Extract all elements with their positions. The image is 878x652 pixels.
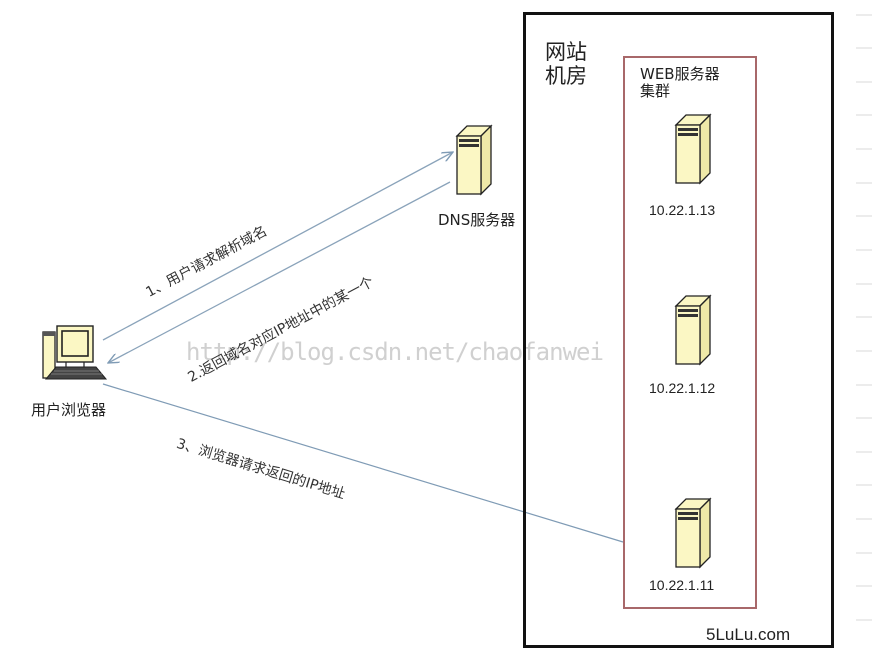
web-server-3-ip: 10.22.1.11 xyxy=(649,577,715,593)
line-browser-to-server xyxy=(102,383,624,543)
web-cluster-box xyxy=(623,56,757,609)
arrow-request-dns xyxy=(102,152,453,341)
cluster-title-line1: WEB服务器 xyxy=(640,65,720,83)
browser-label: 用户浏览器 xyxy=(31,401,107,419)
dns-server-node xyxy=(455,124,495,196)
web-server-3 xyxy=(674,497,714,569)
web-cluster-title: WEB服务器 集群 xyxy=(640,66,720,100)
web-server-2 xyxy=(674,294,714,366)
web-server-1 xyxy=(674,113,714,185)
server-tower-icon xyxy=(674,113,712,185)
server-tower-icon xyxy=(455,124,493,196)
cluster-title-line2: 集群 xyxy=(640,82,671,100)
web-server-1-ip: 10.22.1.13 xyxy=(649,202,716,218)
website-room-title: 网站 机房 xyxy=(545,40,587,88)
watermark: http://blog.csdn.net/chaofanwei xyxy=(186,338,604,366)
room-title-line2: 机房 xyxy=(545,64,587,88)
browser-node xyxy=(36,322,110,384)
server-tower-icon xyxy=(674,497,712,569)
brand-watermark: 5LuLu.com xyxy=(706,625,791,644)
desktop-computer-icon xyxy=(42,325,108,380)
web-server-2-ip: 10.22.1.12 xyxy=(649,380,716,396)
room-title-line1: 网站 xyxy=(545,40,587,64)
arrow-dns-response xyxy=(108,181,451,363)
server-tower-icon xyxy=(674,294,712,366)
website-room-box xyxy=(523,12,834,648)
dns-server-label: DNS服务器 xyxy=(438,211,516,229)
